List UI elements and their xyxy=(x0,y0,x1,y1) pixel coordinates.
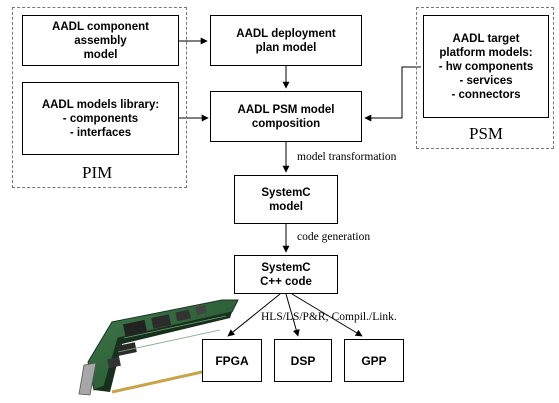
deployment-plan-box: AADL deployment plan model xyxy=(210,15,362,66)
model-transformation-label: model transformation xyxy=(297,151,397,163)
systemc-code-box: SystemC C++ code xyxy=(234,255,338,294)
systemc-model-line: model xyxy=(269,200,303,213)
component-assembly-box: AADL component assembly model xyxy=(22,15,179,66)
target-platform-line: AADL target xyxy=(452,32,520,45)
psm-region xyxy=(416,7,554,149)
dsp-box: DSP xyxy=(274,339,332,382)
systemc-code-line: C++ code xyxy=(260,275,312,288)
component-assembly-line: model xyxy=(83,48,118,61)
target-platform-line: - hw components xyxy=(438,60,534,73)
hls-compile-link-label: HLS/LS/P&R; Compil./Link. xyxy=(261,311,397,323)
arrow-code-to-fpga xyxy=(227,293,281,337)
code-generation-label: code generation xyxy=(297,231,371,243)
models-library-box: AADL models library: - components - inte… xyxy=(22,82,179,155)
gpp-box: GPP xyxy=(344,339,404,382)
component-assembly-line: assembly xyxy=(74,34,127,47)
deployment-plan-line: AADL deployment xyxy=(236,27,336,40)
psm-composition-line: AADL PSM model xyxy=(237,103,335,116)
target-platform-line: - connectors xyxy=(451,88,521,101)
models-library-line: - interfaces xyxy=(69,126,132,139)
models-library-line: - components xyxy=(62,112,139,125)
systemc-model-box: SystemC model xyxy=(234,175,338,224)
systemc-model-line: SystemC xyxy=(261,186,311,199)
arrow-target-to-psm xyxy=(364,66,421,122)
arrow-code-to-gpp xyxy=(291,293,363,337)
deployment-plan-line: plan model xyxy=(255,41,317,54)
psm-region-label: PSM xyxy=(469,124,504,143)
models-library-line: AADL models library: xyxy=(41,98,160,111)
pim-region-label: PIM xyxy=(82,163,113,182)
component-assembly-line: AADL component xyxy=(52,20,149,33)
fpga-box: FPGA xyxy=(202,339,262,382)
arrow-code-to-dsp xyxy=(285,293,300,337)
target-platform-box: AADL target platform models: - hw compon… xyxy=(423,15,549,118)
systemc-code-line: SystemC xyxy=(261,261,311,274)
psm-composition-line: composition xyxy=(251,117,321,130)
pim-region xyxy=(12,7,187,188)
psm-composition-box: AADL PSM model composition xyxy=(210,91,362,142)
target-platform-line: - services xyxy=(459,74,513,87)
target-platform-line: platform models: xyxy=(439,46,533,59)
